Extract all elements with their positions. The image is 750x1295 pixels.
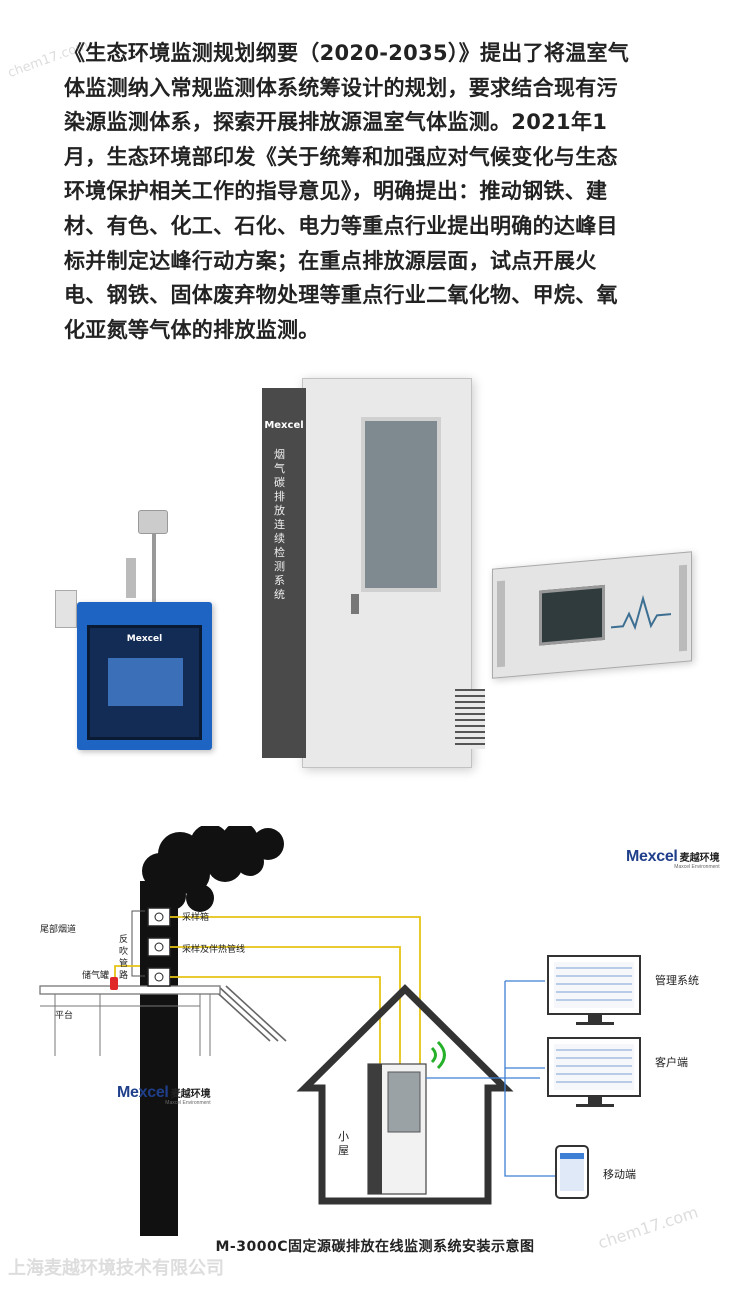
article-line: 化亚氮等气体的排放监测。 xyxy=(64,317,320,342)
management-monitor xyxy=(547,955,641,1025)
label-sampler: 采样箱 xyxy=(182,913,210,923)
article-line: 电、钢铁、固体废弃物处理等重点行业二氧化物、甲烷、氧 xyxy=(64,283,618,308)
label-platform: 平台 xyxy=(55,1011,74,1021)
diagram-drawing xyxy=(39,826,641,1236)
label-client: 客户端 xyxy=(655,1056,688,1069)
installation-diagram: 尾部烟道 反 吹 管 路 储气罐 平台 采样箱 采样及伴热管线 小 屋 管理系统… xyxy=(0,826,750,1266)
screen-tile xyxy=(108,658,183,706)
platform-deck xyxy=(39,985,221,995)
platform-supports xyxy=(54,994,211,1056)
article-line: 环境保护相关工作的指导意见》，明确提出：推动钢铁、建 xyxy=(64,179,608,204)
product-photo: Mexcel Mexcel 烟气碳排放连续检测系统 xyxy=(40,350,720,770)
client-monitor xyxy=(547,1037,641,1107)
analyzer-cabinet: Mexcel 烟气碳排放连续检测系统 xyxy=(262,378,485,768)
network-lines xyxy=(426,980,555,1177)
backflush-bracket xyxy=(131,910,145,977)
sensor-box xyxy=(55,590,77,628)
diagram-caption: M-3000C固定源碳排放在线监测系统安装示意图 xyxy=(215,1239,535,1255)
article-line: 染源监测体系，探索开展排放源温室气体监测。2021年1 xyxy=(64,110,608,135)
label-backflush: 路 xyxy=(119,971,129,981)
station-pole xyxy=(152,530,156,610)
rack-handle-left xyxy=(497,580,505,668)
rack-analyzer xyxy=(492,551,692,679)
cabinet-side-panel: Mexcel 烟气碳排放连续检测系统 xyxy=(262,388,306,758)
ramp xyxy=(209,985,287,1042)
label-mobile: 移动端 xyxy=(603,1168,636,1181)
cabinet-logo: Mexcel xyxy=(264,420,304,431)
station-sampling-head xyxy=(138,510,168,534)
label-management: 管理系统 xyxy=(655,974,699,987)
label-tail-flue: 尾部烟道 xyxy=(40,925,77,935)
rack-handle-right xyxy=(679,564,687,652)
article-line: 标并制定达峰行动方案；在重点排放源层面，试点开展火 xyxy=(64,248,597,273)
label-shelter: 小 xyxy=(338,1130,349,1143)
sampling-box-dots xyxy=(154,912,164,982)
article-line: 材、有色、化工、石化、电力等重点行业提出明确的达峰目 xyxy=(64,213,618,238)
station-logo: Mexcel xyxy=(126,634,163,644)
rack-wave-logo xyxy=(611,594,671,631)
wifi-icon xyxy=(430,1040,446,1070)
cabinet-window xyxy=(361,417,441,592)
gas-tank-shape xyxy=(110,977,118,990)
rack-screen xyxy=(539,584,605,646)
station-sensor xyxy=(126,558,136,598)
label-backflush: 管 xyxy=(119,959,129,969)
station-screen: Mexcel xyxy=(87,625,202,740)
cabinet-vertical-label: 烟气碳排放连续检测系统 xyxy=(274,448,285,601)
mobile-phone xyxy=(555,1145,589,1199)
cabinet-front xyxy=(302,378,485,768)
label-gas-tank: 储气罐 xyxy=(82,971,110,981)
chimney xyxy=(140,881,178,1236)
article-paragraph: 《生态环境监测规划纲要（2020-2035）》提出了将温室气 体监测纳入常规监测… xyxy=(64,36,694,347)
label-sample-pipe: 采样及伴热管线 xyxy=(182,945,246,955)
cabinet-handle xyxy=(351,594,359,614)
label-backflush: 吹 xyxy=(119,947,129,957)
shelter-house xyxy=(296,984,514,1205)
label-backflush: 反 xyxy=(119,935,129,945)
label-shelter: 屋 xyxy=(338,1144,349,1157)
article-line: 月，生态环境部印发《关于统筹和加强应对气候变化与生态 xyxy=(64,144,618,169)
cabinet-vent xyxy=(455,689,485,749)
article-line: 《生态环境监测规划纲要（2020-2035）》提出了将温室气 xyxy=(64,41,630,65)
article-line: 体监测纳入常规监测体系统筹设计的规划，要求结合现有污 xyxy=(64,75,618,100)
